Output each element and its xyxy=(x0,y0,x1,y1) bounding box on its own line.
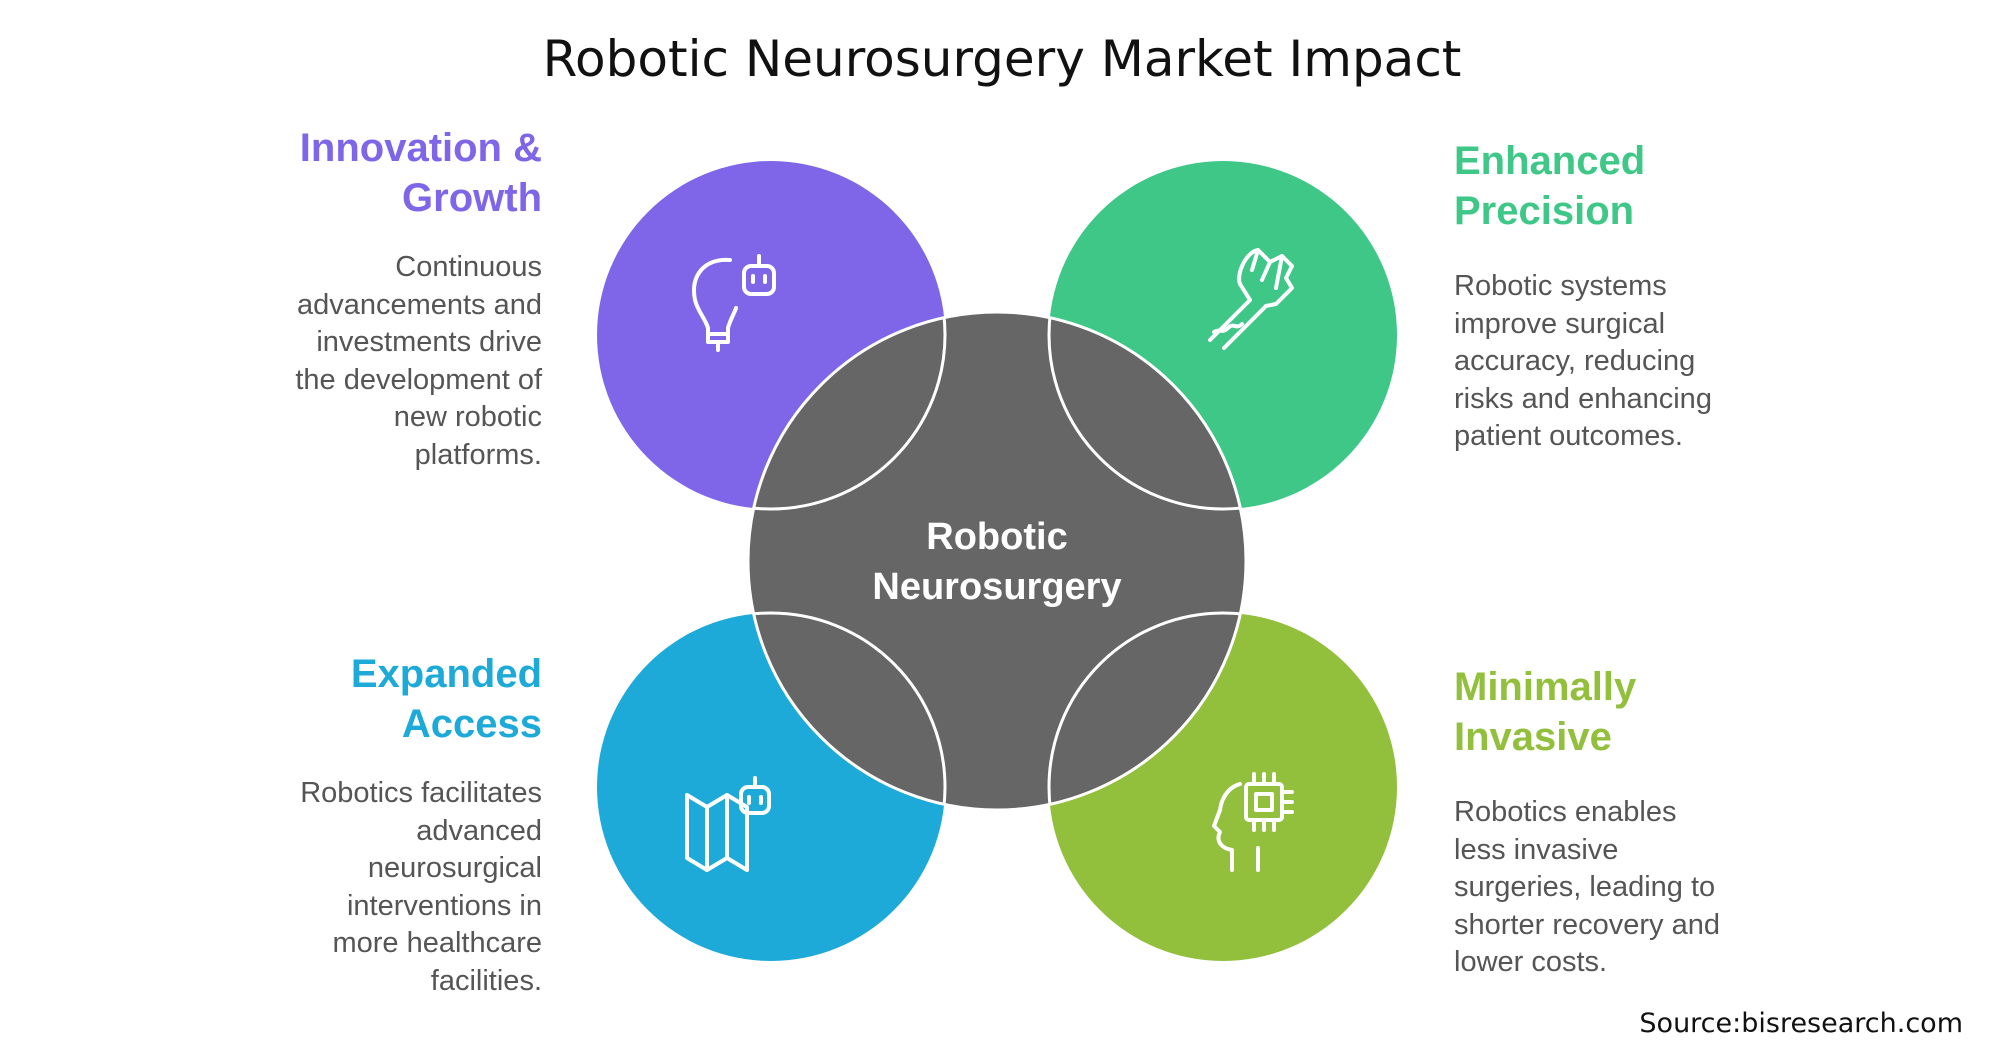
precision-heading-line2: Precision xyxy=(1454,189,1634,233)
invasive-body-line: shorter recovery and xyxy=(1454,909,1720,941)
precision-heading-line1: Enhanced xyxy=(1454,139,1645,183)
map-robot-icon xyxy=(685,776,771,872)
invasive-body-line: lower costs. xyxy=(1454,946,1607,978)
innovation-body-line: investments drive xyxy=(316,326,542,358)
invasive-body-line: less invasive xyxy=(1454,834,1618,866)
access-body-line: advanced xyxy=(416,815,542,847)
invasive-heading-line1: Minimally xyxy=(1454,665,1637,709)
access-heading-line2: Access xyxy=(402,702,542,746)
center-label-line1: Robotic xyxy=(926,516,1067,558)
invasive-heading-line2: Invasive xyxy=(1454,715,1612,759)
access-section: Expanded Access Robotics facilitates adv… xyxy=(300,652,542,997)
page-title: Robotic Neurosurgery Market Impact xyxy=(543,30,1462,88)
access-body-line: neurosurgical xyxy=(368,852,542,884)
lightbulb-robot-icon xyxy=(692,254,776,352)
source-credit: Source:bisresearch.com xyxy=(1639,1008,1963,1039)
invasive-body-line: surgeries, leading to xyxy=(1454,871,1715,903)
innovation-heading-line1: Innovation & xyxy=(300,126,542,170)
robotic-fist-icon xyxy=(1208,248,1294,350)
access-heading-line1: Expanded xyxy=(351,652,542,696)
precision-section: Enhanced Precision Robotic systems impro… xyxy=(1454,139,1712,452)
invasive-section: Minimally Invasive Robotics enables less… xyxy=(1454,665,1720,978)
access-body-line: Robotics facilitates xyxy=(300,777,542,809)
precision-body-line: improve surgical xyxy=(1454,308,1665,340)
access-body-line: more healthcare xyxy=(332,927,542,959)
precision-body-line: patient outcomes. xyxy=(1454,420,1683,452)
precision-body-line: Robotic systems xyxy=(1454,270,1667,302)
precision-body-line: risks and enhancing xyxy=(1454,383,1712,415)
overlap-arcs xyxy=(748,312,1246,810)
innovation-body-line: Continuous xyxy=(395,251,542,283)
innovation-heading-line2: Growth xyxy=(402,176,542,220)
innovation-body-line: advancements and xyxy=(297,289,542,321)
head-chip-icon xyxy=(1212,772,1294,872)
innovation-body-line: new robotic xyxy=(394,401,542,433)
innovation-body-line: platforms. xyxy=(415,439,542,471)
precision-body-line: accuracy, reducing xyxy=(1454,345,1695,377)
center-circle xyxy=(746,310,1248,812)
center-label-line2: Neurosurgery xyxy=(872,566,1121,608)
access-body-line: interventions in xyxy=(347,890,542,922)
access-body-line: facilities. xyxy=(431,965,542,997)
invasive-body-line: Robotics enables xyxy=(1454,796,1676,828)
innovation-section: Innovation & Growth Continuous advanceme… xyxy=(295,126,543,471)
innovation-body-line: the development of xyxy=(295,364,543,396)
